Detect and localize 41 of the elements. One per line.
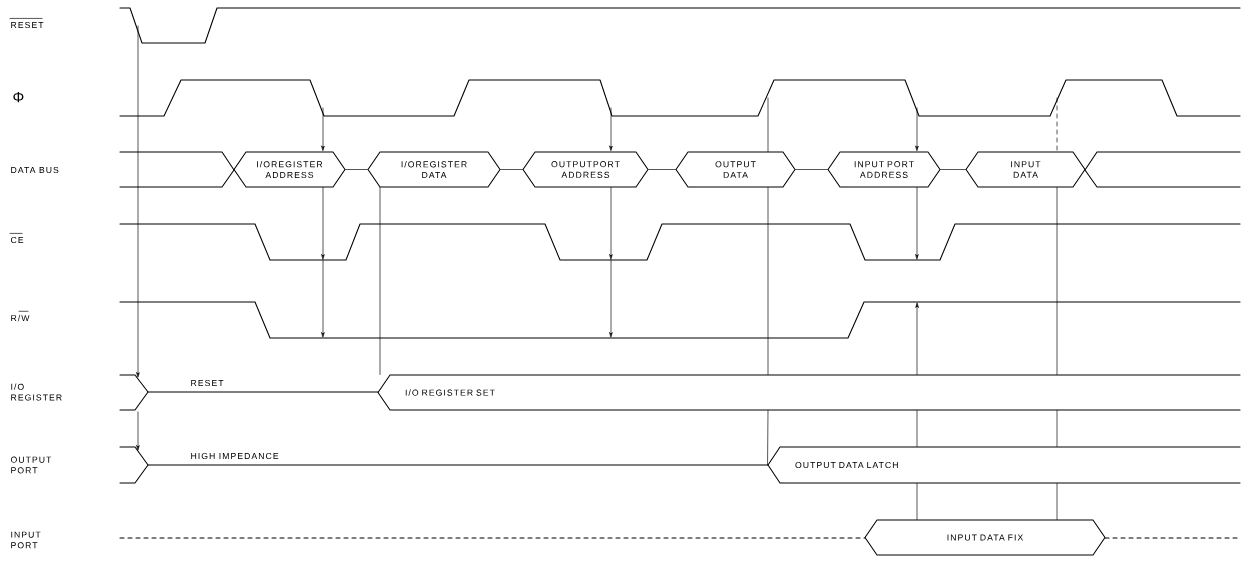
timing-line <box>767 410 769 466</box>
state-label: RESET <box>191 379 224 387</box>
bus-state: INPUT PORT ADDRESS <box>827 151 941 188</box>
timing-line <box>915 187 919 260</box>
signal-name: OUTPUT PORT <box>10 456 52 474</box>
timing-line <box>321 107 325 151</box>
timing-line <box>321 187 325 260</box>
timing-line <box>1056 410 1058 447</box>
signal-name: INPUT PORT <box>11 531 41 549</box>
timing-line <box>767 97 769 152</box>
timing-line <box>379 187 381 375</box>
bus-state: OUTPUT DATA LATCH <box>767 446 1241 484</box>
bus-state: INPUT DATA FIX <box>864 519 1106 556</box>
timing-line <box>916 410 918 447</box>
timing-line <box>609 187 613 260</box>
bus-state: I/OREGISTER ADDRESS <box>233 151 346 188</box>
timing-line <box>609 107 613 151</box>
state-label: HIGH IMPEDANCE <box>191 452 279 460</box>
signal-name: DATA BUS <box>11 166 59 174</box>
signal-name: Φ <box>13 91 24 103</box>
timing-line <box>1056 187 1058 375</box>
timing-line <box>1056 483 1058 520</box>
bus-state: OUTPUT DATA <box>675 151 796 188</box>
bus-state: I/OREGISTER DATA <box>367 151 501 188</box>
timing-line <box>500 169 523 170</box>
signal-name: I/O REGISTER <box>11 383 62 401</box>
timing-line <box>915 302 919 375</box>
bus-state: INPUT DATA <box>965 151 1086 188</box>
signal-name: CE <box>9 233 24 244</box>
timing-line <box>648 169 676 170</box>
bus-state: OUTPUTPORT ADDRESS <box>522 151 649 188</box>
timing-line <box>795 169 828 170</box>
signal-name: RESET <box>9 18 44 29</box>
timing-line <box>345 169 368 170</box>
timing-line <box>767 187 769 375</box>
timing-line <box>1056 97 1058 152</box>
timing-line <box>916 483 918 520</box>
bus-state: I/O REGISTER SET <box>377 374 1241 411</box>
timing-line <box>915 107 919 151</box>
signal-name: R/W <box>11 310 30 322</box>
timing-line <box>940 169 966 170</box>
